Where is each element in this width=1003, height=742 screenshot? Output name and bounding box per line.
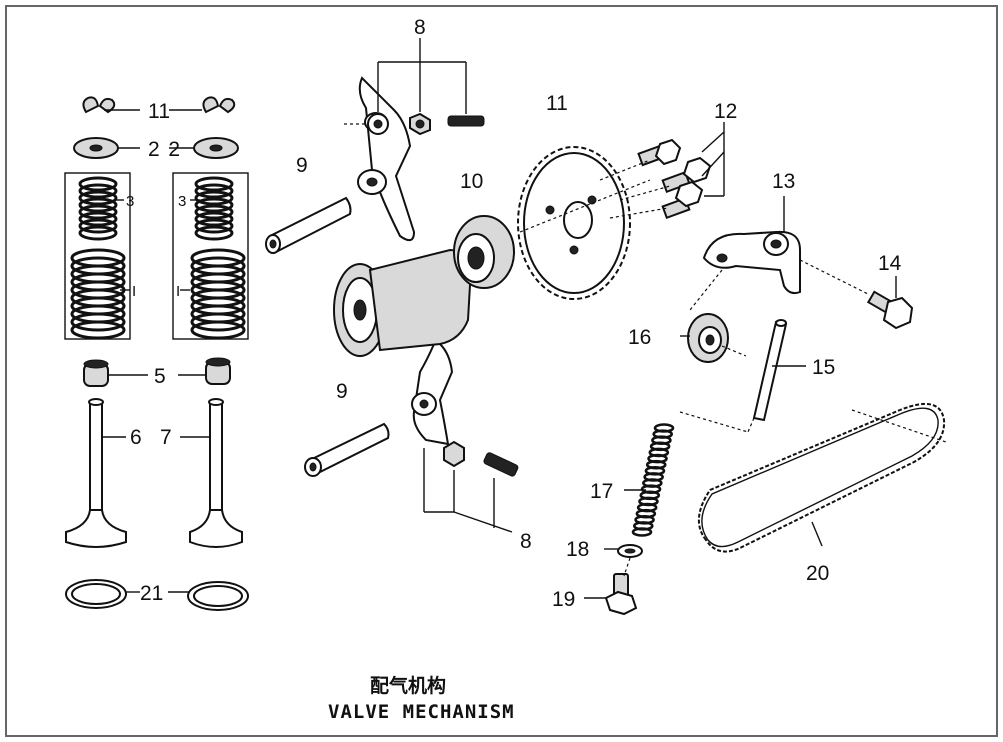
cam-sprocket xyxy=(517,146,651,300)
sealing-washer xyxy=(604,544,643,558)
tensioner-pivot-bolt xyxy=(799,259,914,330)
callout-20: 20 xyxy=(806,562,829,585)
callout-2-right: 2 xyxy=(168,138,180,161)
timing-chain xyxy=(698,402,947,553)
rocker-arm-lower xyxy=(411,343,454,446)
callout-7: 7 xyxy=(160,426,172,449)
callout-2-left: 2 xyxy=(148,138,160,161)
valve-assembly-right xyxy=(172,96,249,611)
valve-assembly-left xyxy=(64,96,131,609)
valve-left xyxy=(65,398,127,548)
callout-8-upper: 8 xyxy=(414,16,426,39)
callout-14: 14 xyxy=(878,252,902,275)
callout-6: 6 xyxy=(130,426,142,449)
adjust-screw-set-upper xyxy=(344,38,485,136)
callout-9-lower: 9 xyxy=(336,380,348,403)
callout-3-right: 3 xyxy=(178,193,186,210)
sprocket-bolts xyxy=(599,122,725,220)
valve-seat-ring-right xyxy=(187,581,249,611)
adjust-screw-set-lower xyxy=(423,440,519,533)
diagram-frame xyxy=(5,5,998,737)
callout-18: 18 xyxy=(566,538,589,561)
camshaft xyxy=(333,215,515,357)
callout-13: 13 xyxy=(772,170,795,193)
callout-5: 5 xyxy=(154,365,166,388)
valve-cotter-right xyxy=(202,96,236,114)
valve-stem-seal-left xyxy=(83,359,109,387)
inner-spring-left xyxy=(78,176,118,241)
tensioner-spring xyxy=(631,423,675,537)
callout-15: 15 xyxy=(812,356,835,379)
callout-21: 21 xyxy=(140,582,163,605)
callout-4-right: I xyxy=(176,283,180,300)
tensioner-push-rod xyxy=(747,319,806,433)
rocker-shaft-upper xyxy=(265,196,352,254)
callout-4-left: I xyxy=(132,283,136,300)
rocker-arm-upper xyxy=(357,76,416,242)
callout-16: 16 xyxy=(628,326,651,349)
rocker-shaft-lower xyxy=(304,422,390,477)
title-chinese: 配气机构 xyxy=(370,674,446,697)
callout-10: 10 xyxy=(460,170,483,193)
valve-stem-seal-right xyxy=(205,357,231,385)
inner-spring-right xyxy=(194,176,234,241)
tensioner-cap-bolt xyxy=(584,557,638,616)
chain-tensioner-arm xyxy=(702,196,801,295)
callout-8-lower: 8 xyxy=(520,530,532,553)
callout-9-upper: 9 xyxy=(296,154,308,177)
valve-cotter-left xyxy=(82,96,116,114)
callout-1-right: 1 xyxy=(158,100,170,123)
callout-19: 19 xyxy=(552,588,575,611)
callout-3-left: 3 xyxy=(126,193,134,210)
leaders-valves xyxy=(102,109,210,593)
callout-12: 12 xyxy=(714,100,737,123)
title-english: VALVE MECHANISM xyxy=(328,701,515,723)
outer-spring-right xyxy=(190,248,246,340)
callout-17: 17 xyxy=(590,480,613,503)
valve-right xyxy=(189,398,243,548)
callout-1-left: 1 xyxy=(148,100,160,123)
outer-spring-left xyxy=(70,248,126,340)
tensioner-roller xyxy=(680,269,747,363)
callout-11: 11 xyxy=(546,92,568,115)
valve-seat-ring-left xyxy=(65,579,127,609)
